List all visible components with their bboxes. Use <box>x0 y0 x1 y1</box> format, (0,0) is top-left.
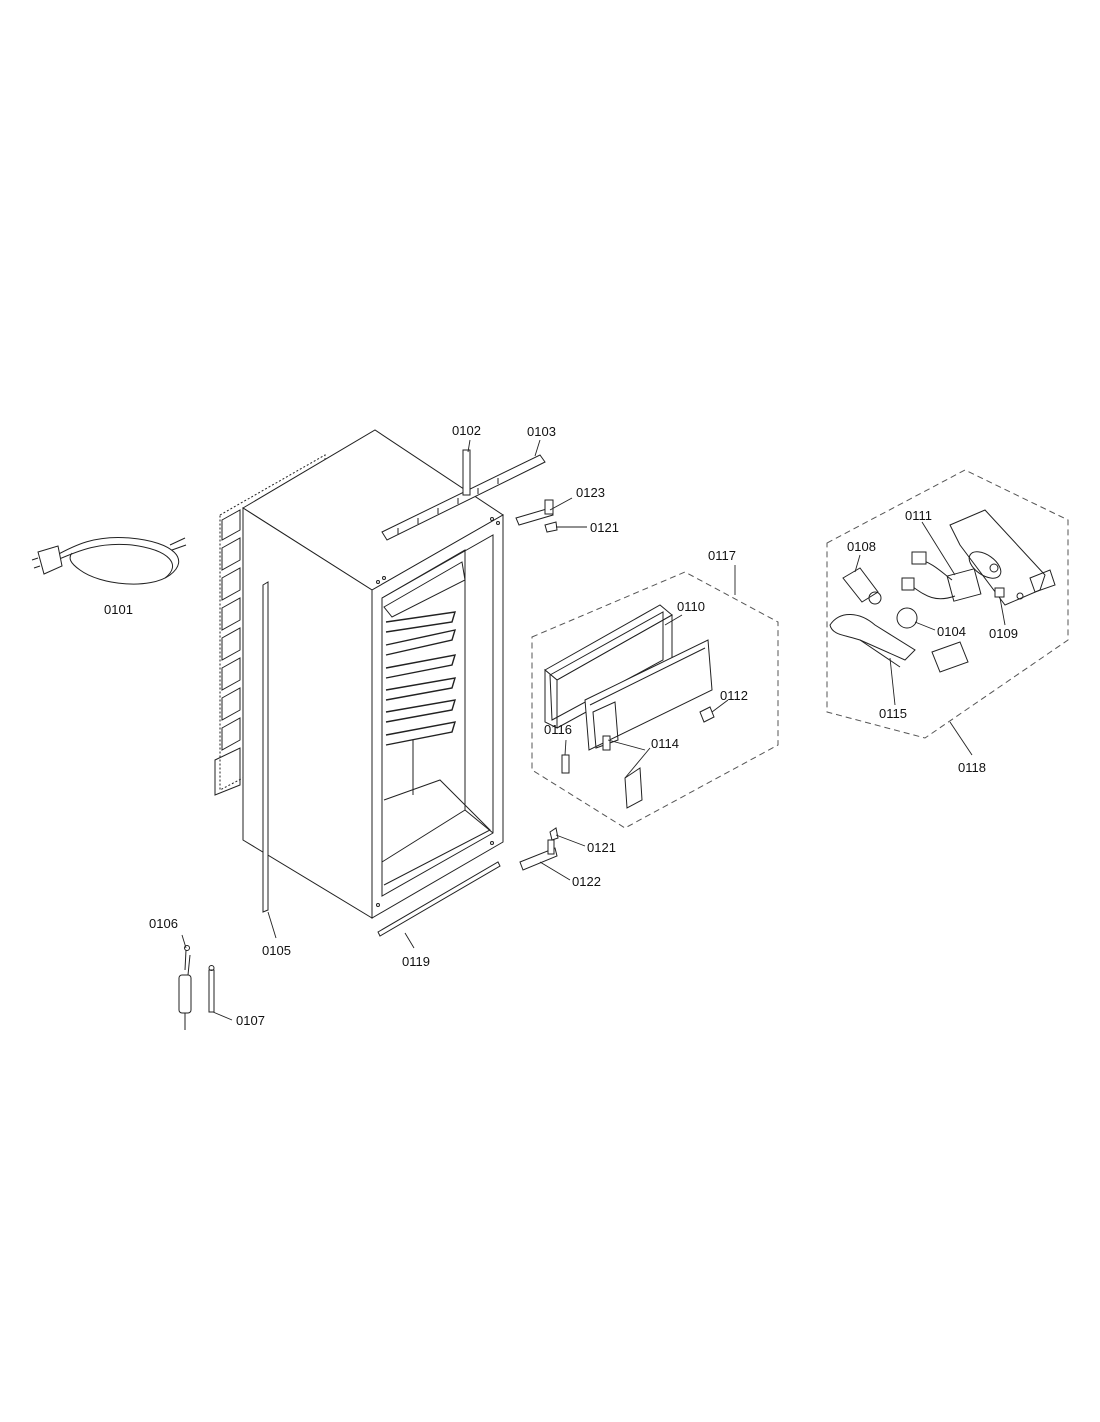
door-panel-part <box>584 639 713 751</box>
handle-cover-part <box>602 735 643 809</box>
label-0114: 0114 <box>651 736 679 751</box>
lamp-part <box>842 567 882 605</box>
label-0103: 0103 <box>527 424 556 439</box>
probe-part <box>208 965 215 1013</box>
lower-hinge-part <box>519 839 558 871</box>
part-labels: 0101 0102 0103 0123 0121 0117 0110 0112 … <box>104 423 1018 1028</box>
label-0115: 0115 <box>879 706 907 721</box>
label-0107: 0107 <box>236 1013 265 1028</box>
top-trim-part <box>381 454 546 541</box>
lower-hinge-pin-part <box>549 827 559 841</box>
latch-part <box>561 754 570 774</box>
shelf-rack <box>385 611 457 746</box>
catch-part <box>699 706 715 723</box>
sensor-part <box>178 945 192 1030</box>
label-0106: 0106 <box>149 916 178 931</box>
label-0111: 0111 <box>905 508 932 523</box>
light-housing-part <box>949 509 1056 606</box>
label-0109: 0109 <box>989 626 1018 641</box>
door-group-outline <box>531 571 779 829</box>
control-module-part <box>931 641 969 673</box>
leader-lines <box>181 439 1006 1021</box>
label-0122: 0122 <box>572 874 601 889</box>
label-0110: 0110 <box>677 599 705 614</box>
label-0101: 0101 <box>104 602 133 617</box>
label-0105: 0105 <box>262 943 291 958</box>
door-frame-part <box>544 604 673 729</box>
thermostat-part <box>901 551 982 602</box>
knob-part <box>896 607 918 629</box>
label-0119: 0119 <box>402 954 430 969</box>
label-0102: 0102 <box>452 423 481 438</box>
label-0116: 0116 <box>544 722 572 737</box>
label-0123: 0123 <box>576 485 605 500</box>
label-0104: 0104 <box>937 624 966 639</box>
label-0121-upper: 0121 <box>590 520 619 535</box>
diffuser-part <box>829 614 916 668</box>
upper-hinge-pin-part <box>544 521 558 533</box>
upper-hinge-part <box>515 499 554 526</box>
cabinet-body <box>242 429 504 919</box>
vertical-strip-part <box>262 581 269 913</box>
bottom-strip-part <box>377 861 501 937</box>
label-0112: 0112 <box>720 688 748 703</box>
label-0118: 0118 <box>958 760 986 775</box>
control-group-outline <box>826 469 1069 739</box>
label-0108: 0108 <box>847 539 876 554</box>
switch-part <box>994 587 1024 600</box>
top-post-part <box>462 449 471 496</box>
power-cord-part <box>31 536 187 585</box>
label-0117: 0117 <box>708 548 736 563</box>
label-0121-lower: 0121 <box>587 840 616 855</box>
